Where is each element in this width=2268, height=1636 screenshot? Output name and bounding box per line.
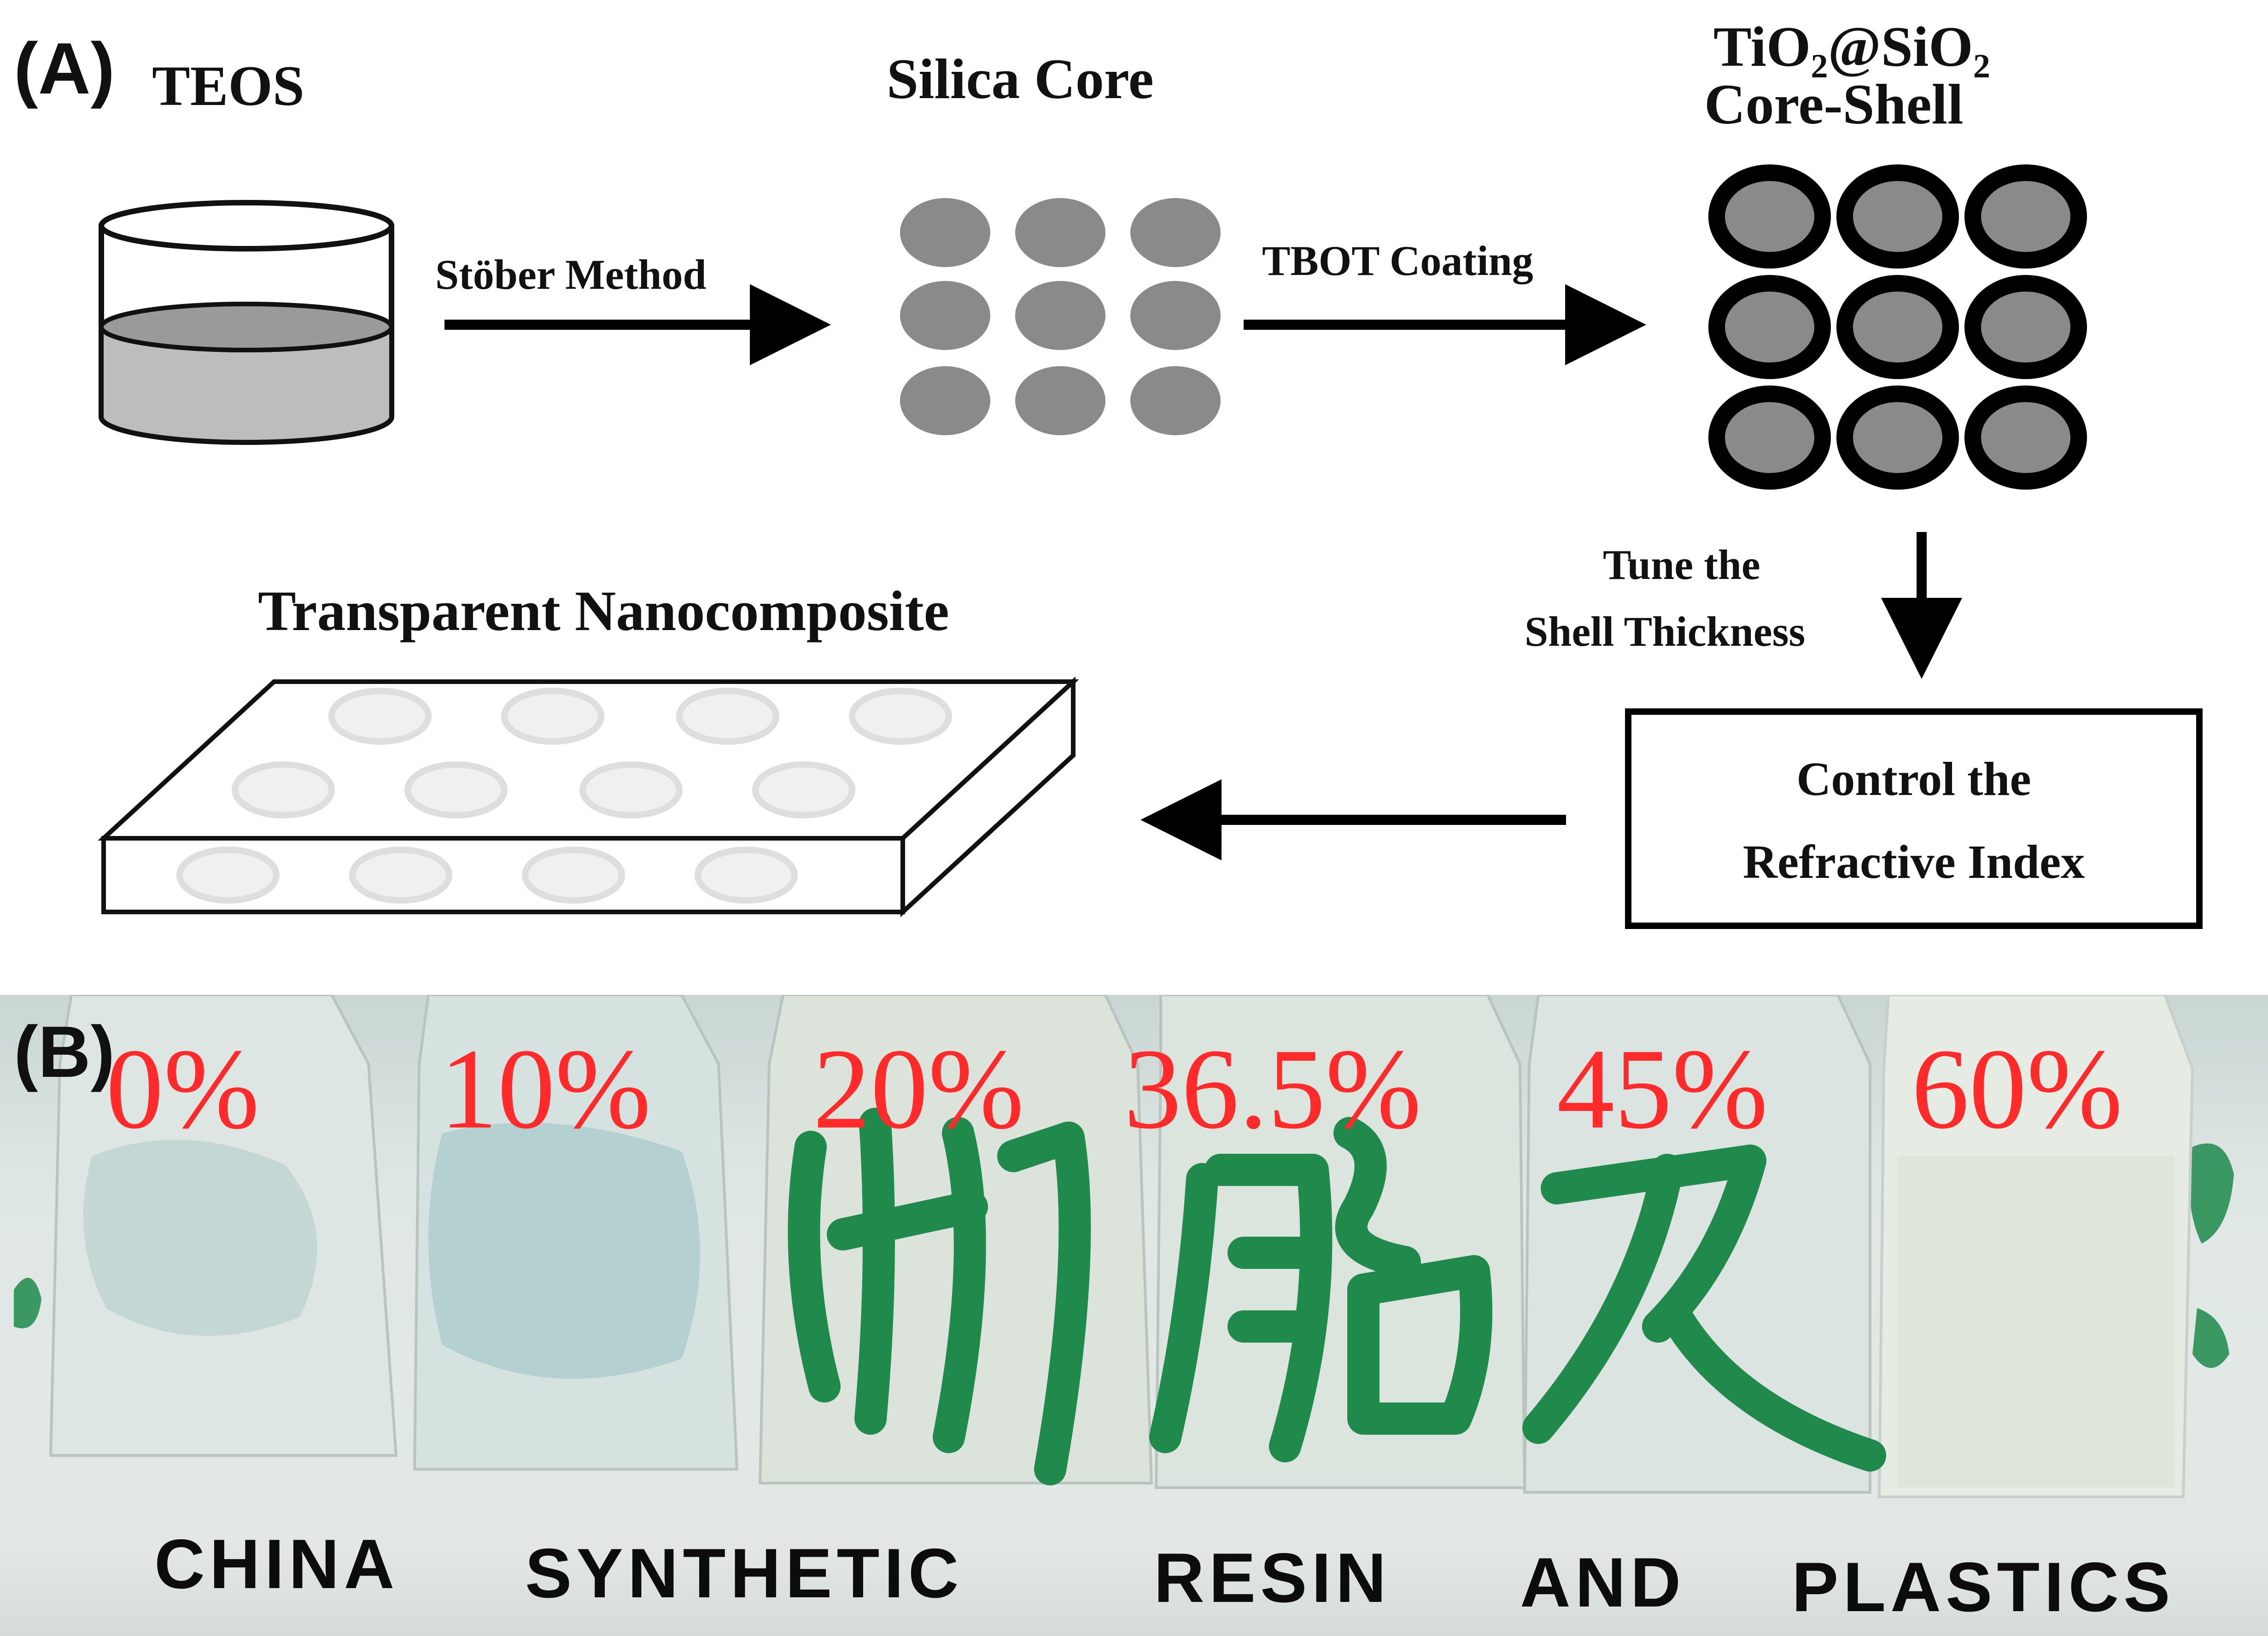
film-45 [1523, 995, 1871, 1494]
panel-a-label: (A) [14, 28, 115, 109]
tune-label-line2: Shell Thickness [1525, 608, 1806, 655]
sample-percent-45: 45% [1557, 1025, 1768, 1153]
caption-china: CHINA [154, 1525, 399, 1603]
core-shell-label-line2: Core-Shell [1704, 73, 1964, 136]
green-handwriting [788, 1108, 1886, 1485]
teos-label: TEOS [152, 54, 304, 117]
caption-synthetic: SYNTHETIC [525, 1534, 964, 1613]
panel-b-photo [0, 995, 2268, 1636]
core-shell-particles [1708, 164, 2087, 490]
nanocomposite-slab-icon [98, 676, 1079, 917]
sample-percent-36-5: 36.5% [1124, 1025, 1421, 1153]
control-label-line2: Refractive Index [1742, 836, 2085, 888]
caption-and: AND [1520, 1543, 1686, 1622]
film-10 [413, 995, 739, 1471]
control-box [1625, 708, 2203, 929]
silica-core-particles [900, 198, 1221, 435]
tune-label-line1: Tune the [1603, 541, 1760, 588]
sample-percent-60: 60% [1911, 1025, 2123, 1153]
teos-beaker-icon [99, 200, 394, 445]
film-60 [1877, 995, 2194, 1498]
stober-method-label: Stöber Method [435, 251, 707, 298]
sample-percent-20: 20% [813, 1025, 1024, 1153]
caption-plastics: PLASTICS [1792, 1548, 2175, 1626]
nanocomposite-label: Transparent Nanocomposite [258, 579, 949, 643]
silica-core-label: Silica Core [887, 47, 1154, 111]
control-label-line1: Control the [1796, 753, 2031, 806]
panel-b-label: (B) [14, 1011, 115, 1093]
sample-percent-0: 0% [106, 1025, 260, 1153]
caption-resin: RESIN [1154, 1539, 1391, 1617]
film-0 [49, 995, 398, 1457]
tbot-coating-label: TBOT Coating [1262, 237, 1533, 284]
sample-films-graphic [14, 995, 2234, 1498]
core-shell-label-line1: TiO₂@SiO₂ [1713, 15, 1990, 78]
sample-percent-10: 10% [440, 1025, 651, 1153]
panel-a-graphics [98, 164, 2203, 929]
